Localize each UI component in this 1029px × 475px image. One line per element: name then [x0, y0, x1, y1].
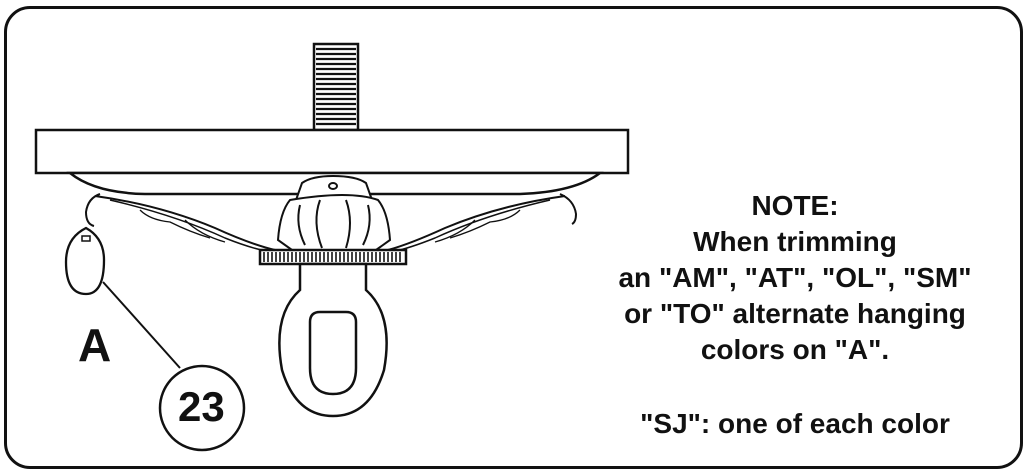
- sj-note: "SJ": one of each color: [640, 408, 950, 439]
- prism-hole: [81, 235, 91, 242]
- prism-a: [64, 226, 106, 296]
- knurled-nut: [258, 248, 408, 266]
- note-line: or "TO" alternate hanging: [624, 298, 966, 329]
- part-number-label: 23: [178, 383, 225, 430]
- note-heading: NOTE:: [751, 190, 839, 221]
- part-number-circle: [158, 364, 246, 452]
- acanthus-body: [276, 174, 392, 251]
- note-block: NOTE: When trimming an "AM", "AT", "OL",…: [575, 188, 1015, 368]
- note-line: an "AM", "AT", "OL", "SM": [618, 262, 972, 293]
- diagram-frame: [4, 6, 1023, 469]
- callout-letter-a: A: [78, 319, 112, 371]
- threaded-rod: [312, 42, 360, 132]
- leader-line: [102, 281, 181, 369]
- canopy-plate: [34, 128, 630, 175]
- note-line: colors on "A".: [700, 334, 890, 365]
- hanging-loop: [278, 262, 388, 418]
- leaf-swag-left: [94, 195, 276, 253]
- leaf-swag-right: [387, 195, 566, 253]
- note-line: When trimming: [693, 226, 897, 257]
- hook-wire: [84, 193, 578, 227]
